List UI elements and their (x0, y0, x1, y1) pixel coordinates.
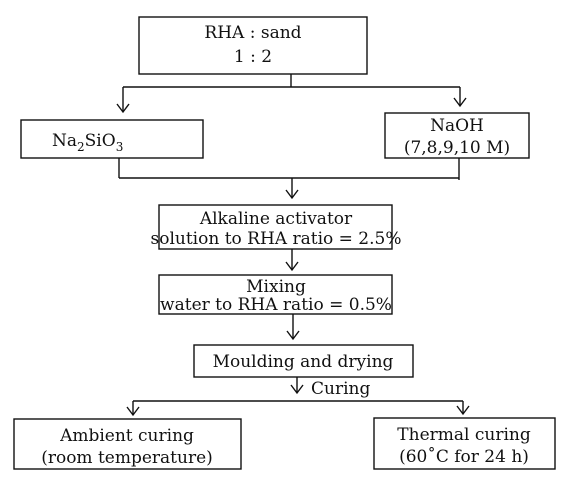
activator-title: Alkaline activator (199, 209, 353, 229)
rha-sand-box (138, 16, 368, 75)
arrow-head-curing (290, 384, 304, 395)
arrow-head-moulding (286, 330, 300, 341)
arrow-head-thermal (456, 405, 470, 416)
curing-label: Curing (311, 379, 370, 399)
arrow-head-mixing (285, 261, 299, 272)
ratio-label: 1 : 2 (234, 47, 272, 67)
ambient-curing-detail: (room temperature) (41, 448, 213, 468)
ambient-curing-title: Ambient curing (59, 426, 194, 446)
thermal-curing-detail: (60˚C for 24 h) (399, 447, 529, 467)
mixing-ratio: water to RHA ratio = 0.5% (160, 295, 392, 315)
thermal-curing-box (373, 417, 556, 470)
mixing-title: Mixing (246, 277, 306, 297)
ambient-curing-box (13, 418, 242, 470)
naoh-box (384, 112, 530, 159)
arrow-head-ambient (126, 406, 140, 417)
sodium-silicate-label: Na2SiO3 (52, 131, 123, 154)
arrow-head-right-top (453, 97, 467, 108)
rha-sand-label: RHA : sand (204, 23, 301, 43)
arrow-head-activator (285, 189, 299, 200)
activator-ratio: solution to RHA ratio = 2.5% (151, 229, 402, 249)
mixing-box (158, 274, 393, 315)
alkaline-activator-box (158, 204, 393, 250)
naoh-molarity-label: (7,8,9,10 M) (404, 138, 510, 158)
naoh-label: NaOH (430, 116, 484, 136)
thermal-curing-title: Thermal curing (397, 425, 531, 445)
moulding-drying-label: Moulding and drying (213, 352, 394, 372)
arrow-head-left-top (116, 103, 130, 114)
sodium-silicate-box (20, 119, 204, 159)
moulding-drying-box (193, 344, 414, 378)
